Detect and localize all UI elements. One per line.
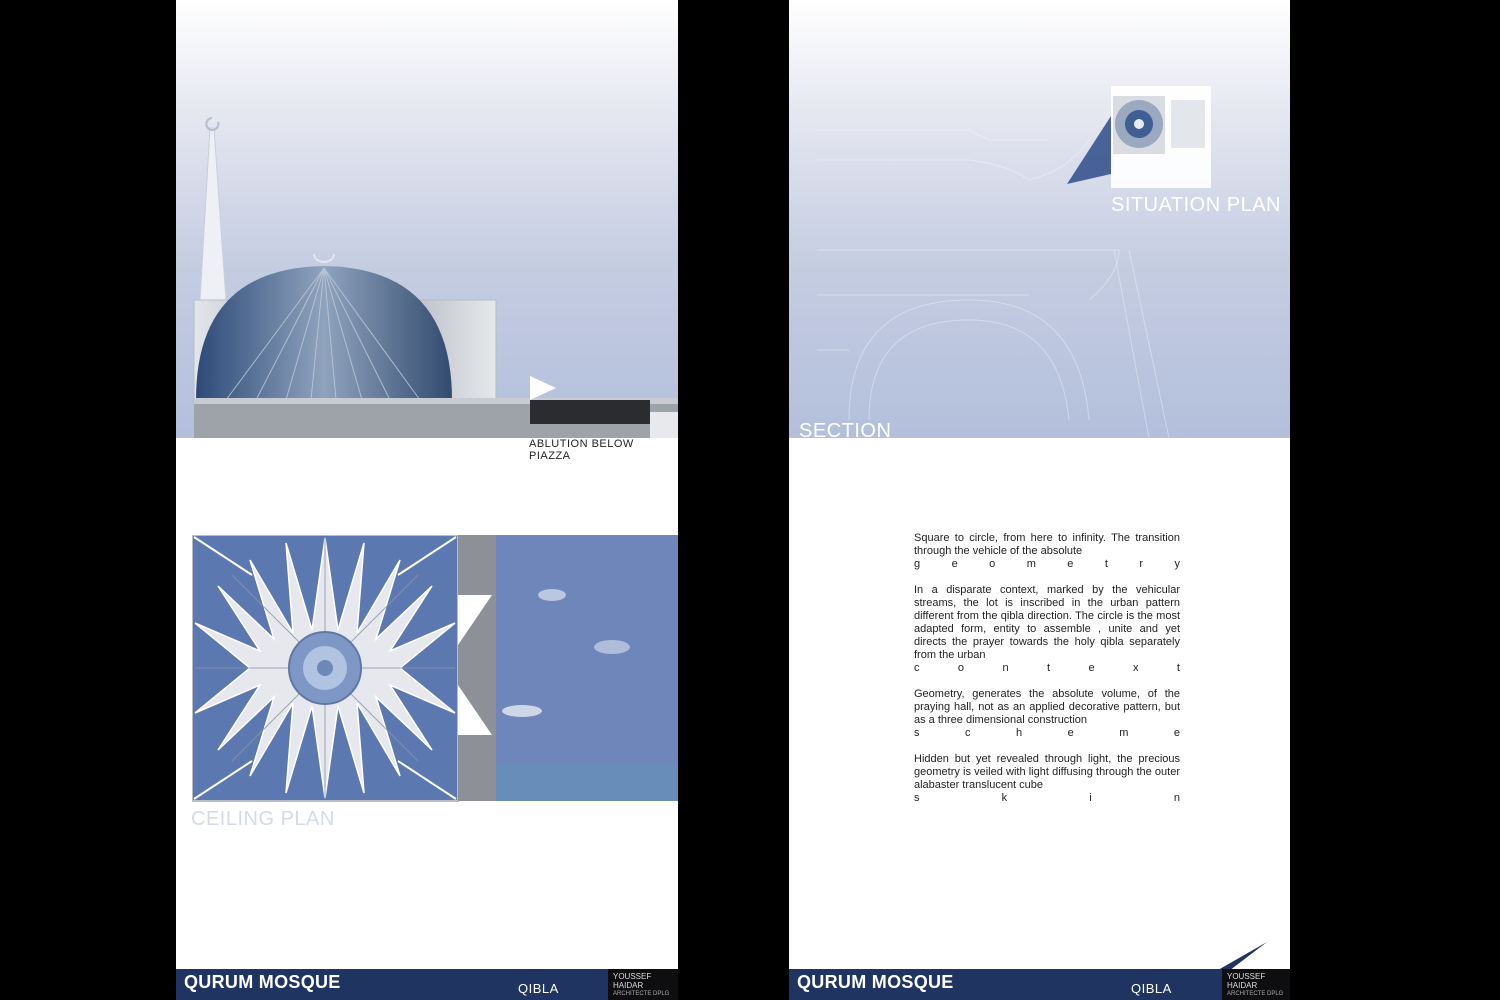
author-block: YOUSSEF HAIDAR ARCHITECTE DPLG [1222, 969, 1290, 1000]
crescent-logo-icon [1174, 973, 1192, 997]
crescent-logo-icon [561, 973, 579, 997]
ceiling-plan-caption: CEILING PLAN [191, 808, 335, 830]
essay-letter: m [1119, 727, 1129, 739]
footer-bar: QURUM MOSQUE QIBLA YOUSSEF HAIDAR ARCHIT… [176, 969, 678, 1000]
essay-letter: t [1104, 558, 1108, 570]
qibla-logo-text: QIBLA [518, 981, 559, 996]
essay-letter: o [989, 558, 996, 570]
essay-letter: e [1067, 558, 1074, 570]
author-credential: ARCHITECTE DPLG [613, 991, 670, 997]
essay-letter: r [1139, 558, 1144, 570]
essay-letter: t [1046, 662, 1051, 674]
essay-letter: i [1089, 792, 1092, 804]
footer-bar: QURUM MOSQUE QIBLA YOUSSEF HAIDAR ARCHIT… [789, 969, 1290, 1000]
author-block: YOUSSEF HAIDAR ARCHITECTE DPLG [608, 969, 678, 1000]
situation-plan-inset [1067, 86, 1211, 188]
essay-text: Geometry, generates the absolute volume,… [914, 688, 1180, 726]
essay-paragraph: In a disparate context, marked by the ve… [914, 584, 1180, 675]
author-last-name: HAIDAR [613, 981, 644, 990]
essay-letter: e [1067, 727, 1074, 739]
essay-letter: y [1174, 558, 1180, 570]
essay-letter: e [951, 558, 958, 570]
essay-text: Square to circle, from here to infinity.… [914, 532, 1180, 557]
essay-paragraph: Geometry, generates the absolute volume,… [914, 688, 1180, 740]
essay-text: Hidden but yet revealed through light, t… [914, 753, 1180, 791]
essay-letter: k [1001, 792, 1008, 804]
project-title: QURUM MOSQUE [797, 972, 954, 992]
design-essay: Square to circle, from here to infinity.… [914, 532, 1180, 818]
essay-letter: e [1173, 727, 1180, 739]
essay-letter: x [1132, 662, 1139, 674]
essay-paragraph: Hidden but yet revealed through light, t… [914, 753, 1180, 805]
essay-letter: t [1176, 662, 1180, 674]
author-credential: ARCHITECTE DPLG [1227, 991, 1284, 997]
situation-plan-caption: SITUATION PLAN [1111, 194, 1281, 216]
essay-letter: o [957, 662, 965, 674]
essay-letter: e [1088, 662, 1095, 674]
essay-letter: s [914, 727, 920, 739]
author-first-name: YOUSSEF [1227, 972, 1266, 981]
essay-text: In a disparate context, marked by the ve… [914, 584, 1180, 661]
ablution-caption: ABLUTION BELOW PIAZZA [529, 438, 634, 462]
essay-letter: c [914, 662, 920, 674]
mosque-elevation-drawing [193, 117, 678, 438]
essay-letter: n [1173, 792, 1180, 804]
author-last-name: HAIDAR [1227, 981, 1258, 990]
essay-letter: s [914, 792, 920, 804]
right-board: SITUATION PLAN SECTION Square to circle,… [789, 0, 1290, 1000]
author-first-name: YOUSSEF [613, 972, 652, 981]
ceiling-plan-drawing [192, 535, 678, 802]
essay-letter: h [1015, 727, 1023, 739]
plan-sky-background [789, 0, 1290, 438]
section-caption: SECTION [799, 420, 892, 442]
left-board: ABLUTION BELOW PIAZZA CEILING PLAN QURUM… [176, 0, 678, 1000]
essay-letter: g [914, 558, 921, 570]
urban-context-linework [817, 129, 1170, 438]
project-title: QURUM MOSQUE [184, 972, 341, 992]
essay-letter: c [964, 727, 971, 739]
essay-letter: n [1002, 662, 1009, 674]
qibla-logo-text: QIBLA [1131, 981, 1172, 996]
essay-paragraph: Square to circle, from here to infinity.… [914, 532, 1180, 571]
essay-letter: m [1026, 558, 1036, 570]
